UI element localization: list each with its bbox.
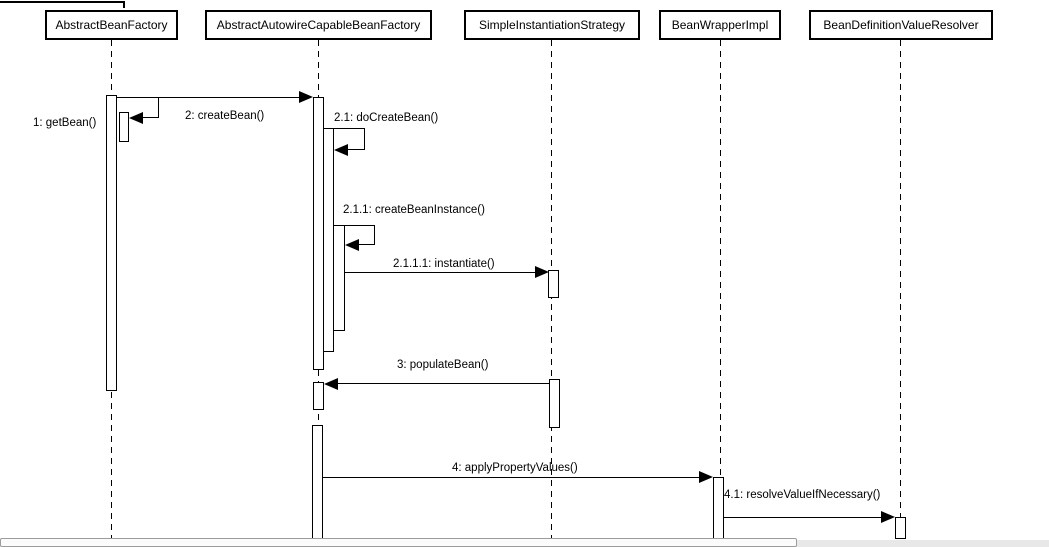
activation-aacbf-populatebean[interactable] (313, 382, 324, 410)
cropped-frame-corner (123, 3, 125, 8)
activation-sis-instantiate[interactable] (548, 270, 559, 298)
message-resolvevalueifnecessary-line[interactable] (724, 517, 881, 518)
message-createbean-line[interactable] (117, 97, 299, 98)
lifeline-head-beandefinitionvalueresolver[interactable]: BeanDefinitionValueResolver (809, 10, 993, 40)
lifeline-name: AbstractAutowireCapableBeanFactory (216, 18, 421, 32)
arrowhead-right-icon (881, 511, 895, 523)
lifeline-head-abstractbeanfactory[interactable]: AbstractBeanFactory (45, 10, 178, 40)
message-label-getbean[interactable]: 1: getBean() (33, 117, 97, 129)
arrowhead-left-icon (345, 239, 359, 251)
lifeline-name: AbstractBeanFactory (55, 18, 168, 32)
lifeline-beanwrapperimpl[interactable] (720, 40, 721, 539)
arrowhead-left-icon (324, 378, 338, 390)
lifeline-head-simpleinstantiationstrategy[interactable]: SimpleInstantiationStrategy (464, 10, 640, 40)
lifeline-beandefinitionvalueresolver[interactable] (900, 40, 901, 539)
activation-abf-getbean[interactable] (119, 112, 129, 142)
lifeline-head-beanwrapperimpl[interactable]: BeanWrapperImpl (659, 10, 781, 40)
message-docreatebean-line[interactable] (324, 128, 364, 129)
message-createbeaninstance-line[interactable] (334, 225, 374, 226)
message-getbean-line[interactable] (158, 97, 159, 118)
arrowhead-left-icon (334, 144, 348, 156)
message-label-populatebean[interactable]: 3: populateBean() (397, 359, 489, 371)
message-createbeaninstance-line[interactable] (374, 225, 375, 245)
message-label-applypropertyvalues[interactable]: 4: applyPropertyValues() (452, 462, 578, 474)
arrowhead-right-icon (535, 266, 549, 278)
message-applypropertyvalues-line[interactable] (323, 477, 699, 478)
message-docreatebean-line[interactable] (364, 128, 365, 150)
lifeline-name: BeanWrapperImpl (671, 18, 769, 32)
cropped-frame-edge (0, 1, 125, 3)
message-label-createbeaninstance[interactable]: 2.1.1: createBeanInstance() (343, 204, 485, 216)
lifeline-name: SimpleInstantiationStrategy (478, 18, 626, 32)
activation-aacbf-createbeaninstance[interactable] (333, 225, 345, 331)
message-createbeaninstance-line[interactable] (359, 244, 374, 245)
activation-sis-populatebean[interactable] (549, 379, 560, 428)
arrowhead-left-icon (129, 112, 143, 124)
message-label-docreatebean[interactable]: 2.1: doCreateBean() (334, 112, 439, 124)
lifeline-head-abstractautowirecapablebeanfactory[interactable]: AbstractAutowireCapableBeanFactory (205, 10, 432, 40)
message-docreatebean-line[interactable] (348, 149, 364, 150)
arrowhead-right-icon (699, 471, 713, 483)
message-populatebean-line[interactable] (338, 383, 549, 384)
message-instantiate-line[interactable] (345, 272, 535, 273)
arrowhead-right-icon (299, 91, 313, 103)
message-label-instantiate[interactable]: 2.1.1.1: instantiate() (393, 258, 495, 270)
activation-abf-main[interactable] (106, 95, 117, 391)
activation-aacbf-bottom[interactable] (312, 425, 323, 539)
activation-bwi[interactable] (713, 477, 724, 539)
lifeline-name: BeanDefinitionValueResolver (823, 18, 979, 32)
message-getbean-line[interactable] (142, 117, 158, 118)
message-label-createbean[interactable]: 2: createBean() (185, 110, 265, 122)
message-label-resolvevalueifnecessary[interactable]: 4.1: resolveValueIfNecessary() (724, 489, 881, 501)
activation-bdvr[interactable] (895, 517, 906, 539)
horizontal-scrollbar-thumb[interactable] (0, 538, 797, 547)
